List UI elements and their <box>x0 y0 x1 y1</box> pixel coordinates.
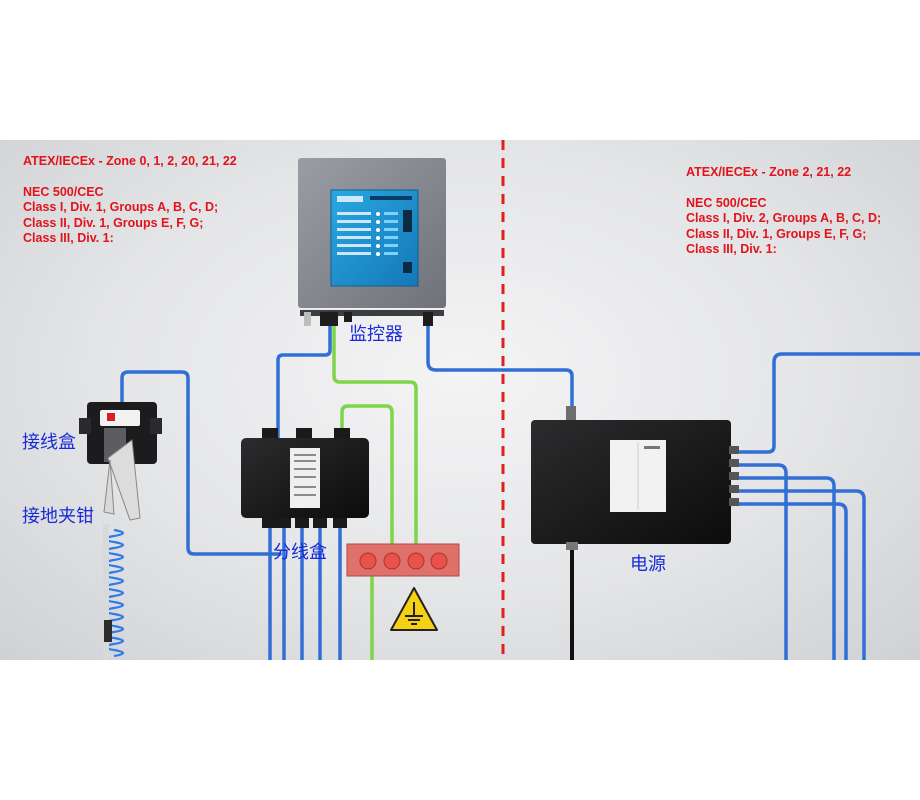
blue-cables <box>120 316 920 660</box>
safe-zone-line: ATEX/IECEx - Zone 2, 21, 22 <box>686 165 852 179</box>
junction-box-label: 接线盒 <box>22 432 76 453</box>
power-supply-device <box>531 406 739 550</box>
power-supply-label: 电源 <box>630 554 666 575</box>
ground-clamp-label: 接地夹钳 <box>22 506 94 527</box>
hazard-zone-line: ATEX/IECEx - Zone 0, 1, 2, 20, 21, 22 <box>23 154 237 168</box>
distribution-box-device <box>241 428 369 528</box>
wiring-canvas <box>79 140 920 660</box>
hazard-class-2: Class II, Div. 1, Groups E, F, G; <box>23 215 204 230</box>
hazard-zone-text: ATEX/IECEx - Zone 0, 1, 2, 20, 21, 22 NE… <box>23 154 237 247</box>
clamp-pole <box>103 524 109 660</box>
monitor-label: 监控器 <box>349 324 403 345</box>
hazard-standard: NEC 500/CEC <box>23 184 104 199</box>
junction-box-device <box>79 402 162 521</box>
green-ground-cables <box>332 316 418 660</box>
safe-class-3: Class III, Div. 1: <box>686 242 777 256</box>
safe-zone-text: ATEX/IECEx - Zone 2, 21, 22 NEC 500/CEC … <box>686 165 881 258</box>
hazard-class-3: Class III, Div. 1: <box>23 231 114 245</box>
monitor-device <box>298 158 446 326</box>
safe-class-1: Class I, Div. 2, Groups A, B, C, D; <box>686 211 882 225</box>
grounding-bar <box>346 543 460 577</box>
wiring-diagram: ATEX/IECEx - Zone 0, 1, 2, 20, 21, 22 NE… <box>0 140 920 660</box>
distribution-box-label: 分线盒 <box>273 542 327 563</box>
safe-standard: NEC 500/CEC <box>686 195 767 210</box>
safe-class-2: Class II, Div. 1, Groups E, F, G; <box>686 226 867 241</box>
ground-warning-icon <box>390 587 438 631</box>
hazard-class-1: Class I, Div. 1, Groups A, B, C, D; <box>23 200 219 214</box>
